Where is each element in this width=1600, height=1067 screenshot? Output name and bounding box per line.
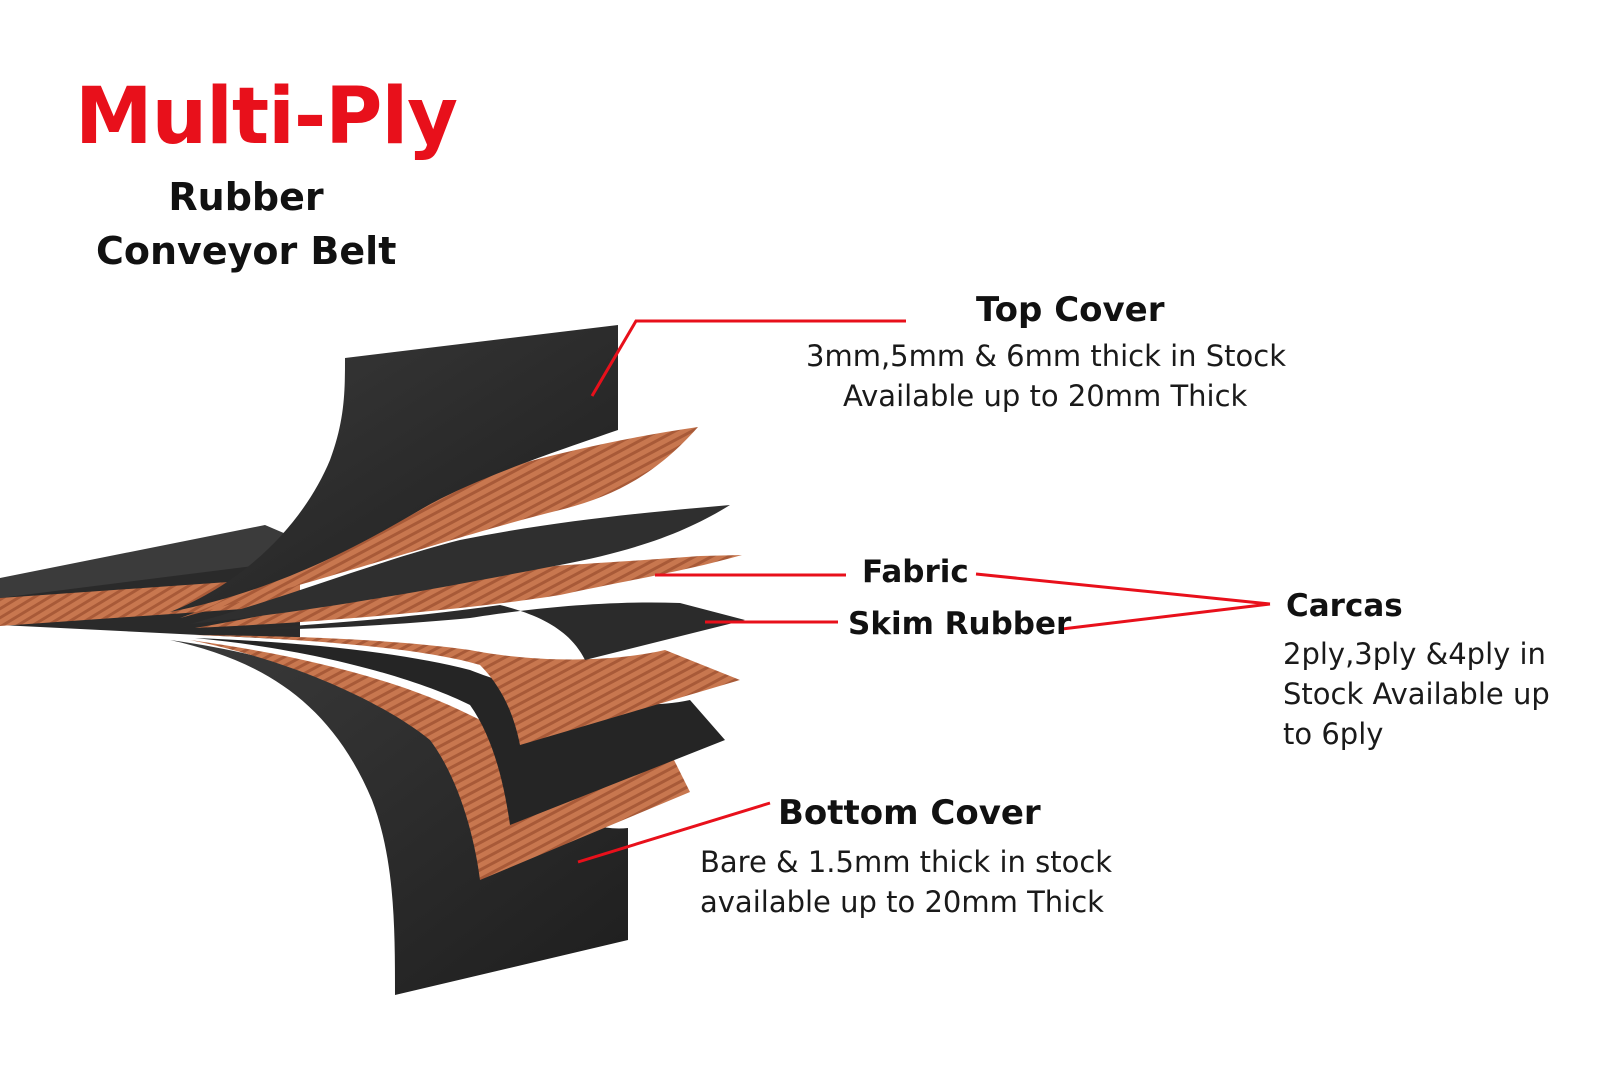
subtitle-line-1: Rubber [168, 175, 324, 219]
bottom-cover-label: Bottom Cover [778, 793, 1041, 833]
skim-rubber-ply-2 [195, 602, 745, 660]
carcas-desc-line-3: to 6ply [1283, 717, 1384, 751]
top-cover-leader [590, 319, 906, 397]
skim-rubber-ply-1 [190, 505, 730, 624]
bottom-cover-sheet [170, 640, 628, 995]
page-title: Multi-Ply [75, 72, 458, 162]
top-cover-desc-line-1: 3mm,5mm & 6mm thick in Stock [806, 339, 1287, 373]
carcas-leader-bottom [1061, 602, 1271, 631]
page-subtitle: Rubber Conveyor Belt [96, 170, 396, 278]
skim-rubber-label: Skim Rubber [848, 606, 1072, 642]
carcas-desc-line-1: 2ply,3ply &4ply in [1283, 637, 1546, 671]
skim-rubber-ply-3 [195, 638, 725, 825]
fabric-top-sheet [180, 427, 698, 618]
bottom-cover-leader [577, 801, 771, 864]
carcas-leader-top [975, 572, 1271, 606]
fabric-label: Fabric [862, 554, 969, 590]
leader-lines [577, 319, 1271, 864]
top-cover-desc-line-2: Available up to 20mm Thick [843, 379, 1248, 413]
bottom-cover-desc-line-2: available up to 20mm Thick [700, 885, 1104, 919]
top-cover-label: Top Cover [976, 290, 1165, 330]
bottom-cover-desc-line-1: Bare & 1.5mm thick in stock [700, 845, 1113, 879]
top-cover-sheet [170, 325, 618, 612]
subtitle-line-2: Conveyor Belt [96, 229, 397, 273]
fabric-ply-2 [195, 635, 740, 745]
carcas-label: Carcas [1286, 588, 1403, 624]
fabric-ply-1 [195, 555, 742, 628]
carcas-desc-line-2: Stock Available up [1283, 677, 1550, 711]
fabric-ply-3 [190, 640, 690, 880]
